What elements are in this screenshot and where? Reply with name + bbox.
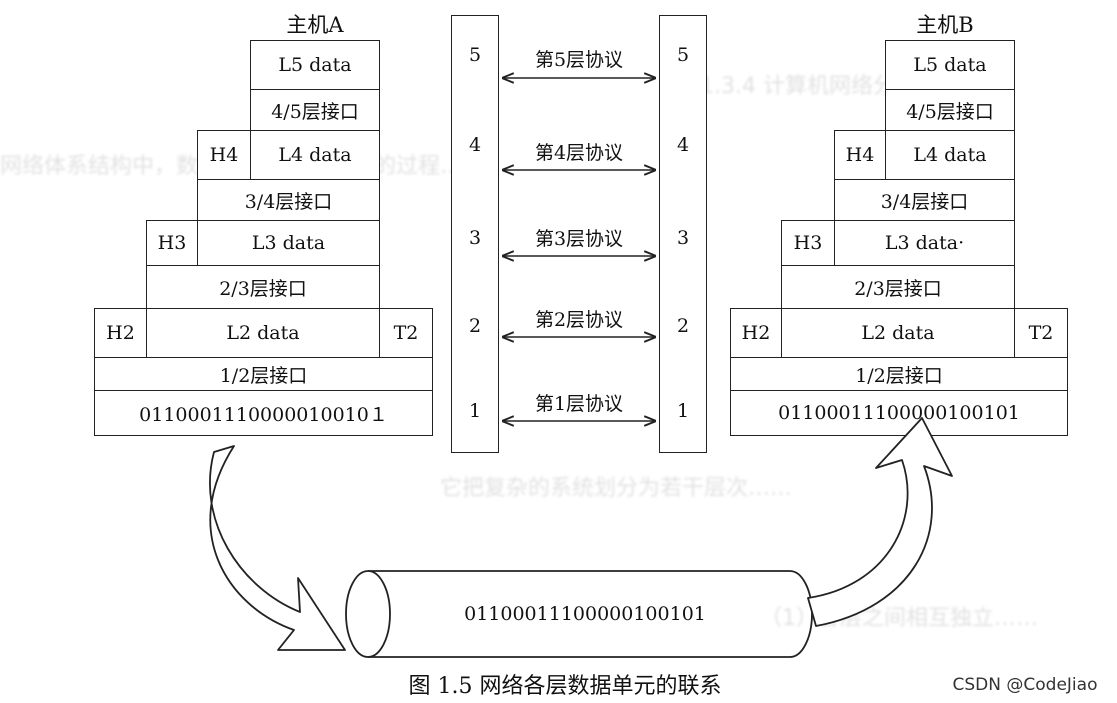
background-text: （1）各层之间相互独立……	[760, 606, 1038, 631]
right-layer-2: 2	[676, 315, 690, 337]
figure-caption: 图 1.5 网络各层数据单元的联系	[408, 674, 722, 699]
left-layer-3: 3	[468, 227, 482, 249]
left-layer-2: 2	[468, 315, 482, 337]
left-layer-4: 4	[468, 134, 482, 156]
host-b-l2-data: L2 data	[781, 308, 1015, 358]
curved-arrow-left	[209, 445, 346, 651]
right-stack-column	[659, 15, 707, 453]
host-b-h3: H3	[781, 220, 835, 266]
host-a-l2-data: L2 data	[146, 308, 380, 358]
host-b-title: 主机B	[916, 13, 974, 37]
host-b-l3-data: L3 data·	[834, 220, 1015, 266]
background-text: 它把复杂的系统划分为若干层次……	[440, 476, 793, 501]
curved-arrow-right	[807, 417, 953, 627]
host-a-l5-data: L5 data	[250, 40, 380, 90]
protocol-label-3: 第3层协议	[534, 227, 624, 250]
host-b-interface-2-3: 2/3层接口	[781, 265, 1015, 309]
host-a-interface-1-2: 1/2层接口	[94, 357, 433, 391]
host-b-bitstream: 01100011100000100101	[730, 390, 1068, 436]
host-a-t2: T2	[379, 308, 433, 358]
host-a-interface-3-4: 3/4层接口	[197, 179, 380, 221]
host-b-l4-data: L4 data	[885, 130, 1015, 180]
host-a-title: 主机A	[286, 13, 344, 37]
host-a-l3-data: L3 data	[197, 220, 380, 266]
pipe-cylinder	[345, 570, 813, 658]
host-a-h3: H3	[146, 220, 198, 266]
protocol-label-5: 第5层协议	[534, 48, 624, 71]
right-layer-5: 5	[676, 44, 690, 66]
pipe-bitstream: 01100011100000100101	[464, 603, 706, 625]
host-a-interface-2-3: 2/3层接口	[146, 265, 380, 309]
host-a-l4-data: L4 data	[250, 130, 380, 180]
protocol-label-2: 第2层协议	[534, 308, 624, 331]
left-stack-column	[451, 15, 499, 453]
right-layer-4: 4	[676, 134, 690, 156]
host-a-h2: H2	[94, 308, 147, 358]
host-a-interface-4-5: 4/5层接口	[250, 89, 380, 131]
protocol-label-1: 第1层协议	[534, 392, 624, 415]
right-layer-3: 3	[676, 227, 690, 249]
host-b-l5-data: L5 data	[885, 40, 1015, 90]
host-b-interface-4-5: 4/5层接口	[885, 89, 1015, 131]
host-a-bitstream: 0110001110000010010１	[94, 390, 433, 436]
left-layer-5: 5	[468, 44, 482, 66]
host-b-t2: T2	[1014, 308, 1068, 358]
csdn-watermark: CSDN @CodeJiao	[952, 675, 1098, 695]
right-layer-1: 1	[676, 400, 690, 422]
protocol-label-4: 第4层协议	[534, 141, 624, 164]
left-layer-1: 1	[468, 400, 482, 422]
host-b-interface-3-4: 3/4层接口	[834, 179, 1015, 221]
